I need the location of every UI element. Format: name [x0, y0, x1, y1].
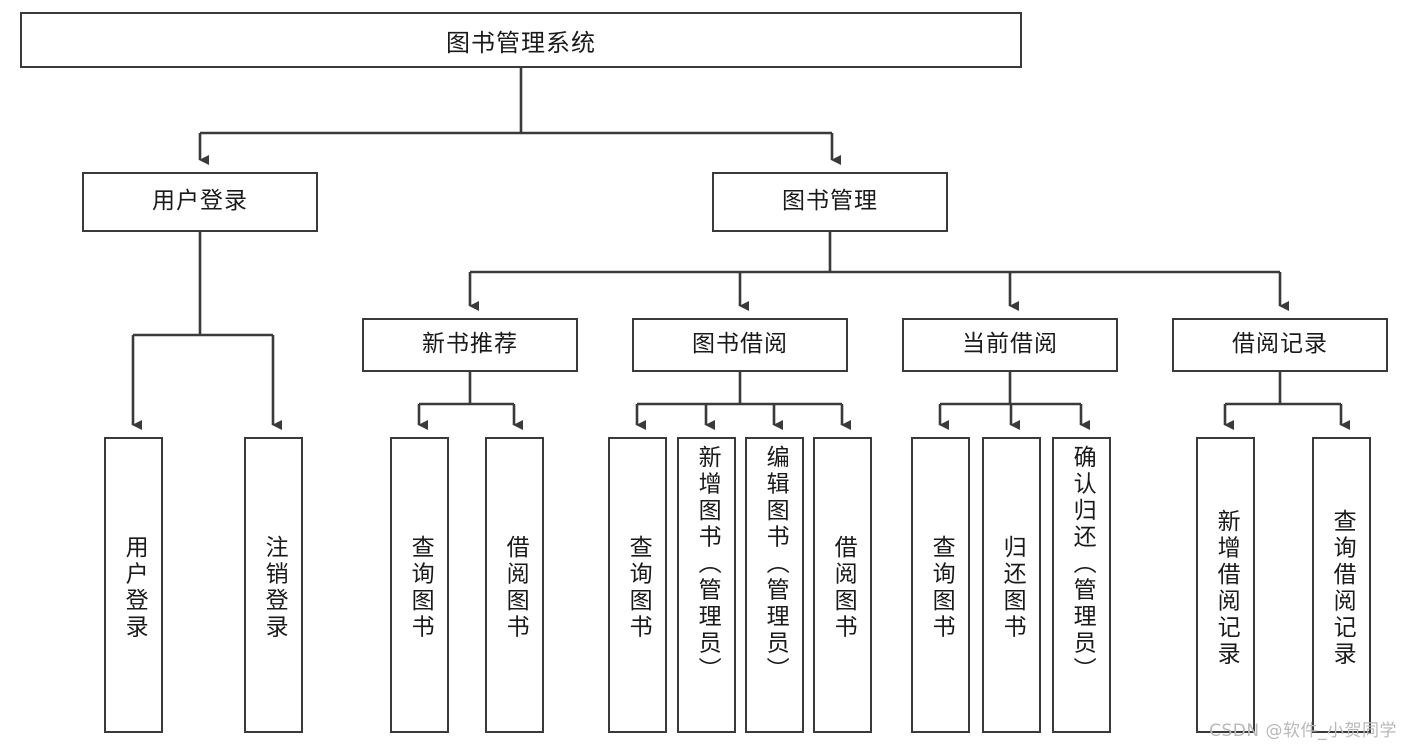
- node-new-book-recommend[interactable]: 新书推荐: [362, 318, 578, 372]
- node-current-borrow-label: 当前借阅: [962, 331, 1058, 358]
- node-book-manage[interactable]: 图书管理: [712, 172, 948, 232]
- node-leaf-query-book-borrow[interactable]: 查询图书: [608, 437, 667, 733]
- node-leaf-confirm-return-admin-label: 确认归还（管理员）: [1069, 445, 1096, 684]
- node-leaf-user-login-label: 用户登录: [121, 535, 148, 641]
- node-user-login-label: 用户登录: [152, 188, 248, 215]
- node-book-borrow[interactable]: 图书借阅: [632, 318, 848, 372]
- node-new-book-recommend-label: 新书推荐: [422, 331, 518, 358]
- node-borrow-record-label: 借阅记录: [1232, 331, 1328, 358]
- node-leaf-logout-label: 注销登录: [261, 535, 288, 641]
- node-leaf-query-book-cur[interactable]: 查询图书: [911, 437, 970, 733]
- node-leaf-edit-book-admin[interactable]: 编辑图书（管理员）: [745, 437, 804, 733]
- node-leaf-add-borrow-record-label: 新增借阅记录: [1213, 508, 1240, 668]
- node-book-manage-label: 图书管理: [782, 188, 878, 215]
- node-leaf-user-login[interactable]: 用户登录: [104, 437, 163, 733]
- node-leaf-query-borrow-record[interactable]: 查询借阅记录: [1312, 437, 1371, 733]
- node-leaf-confirm-return-admin[interactable]: 确认归还（管理员）: [1052, 437, 1111, 733]
- watermark-text: CSDN @软件_小贺同学: [1209, 721, 1397, 741]
- node-leaf-borrow-book-rec[interactable]: 借阅图书: [485, 437, 544, 733]
- node-leaf-return-book[interactable]: 归还图书: [982, 437, 1041, 733]
- node-leaf-add-book-admin[interactable]: 新增图书（管理员）: [677, 437, 736, 733]
- node-leaf-borrow-book[interactable]: 借阅图书: [813, 437, 872, 733]
- node-leaf-query-book-borrow-label: 查询图书: [625, 535, 652, 641]
- node-book-borrow-label: 图书借阅: [692, 331, 788, 358]
- node-leaf-return-book-label: 归还图书: [999, 535, 1026, 641]
- node-leaf-query-book-rec[interactable]: 查询图书: [390, 437, 449, 733]
- node-leaf-query-book-cur-label: 查询图书: [928, 535, 955, 641]
- node-user-login[interactable]: 用户登录: [82, 172, 318, 232]
- node-leaf-add-borrow-record[interactable]: 新增借阅记录: [1196, 437, 1255, 733]
- node-root-label: 图书管理系统: [446, 28, 596, 57]
- node-leaf-borrow-book-rec-label: 借阅图书: [502, 535, 529, 641]
- node-leaf-query-borrow-record-label: 查询借阅记录: [1329, 508, 1356, 668]
- node-leaf-logout[interactable]: 注销登录: [244, 437, 303, 733]
- node-leaf-add-book-admin-label: 新增图书（管理员）: [694, 445, 721, 684]
- node-root[interactable]: 图书管理系统: [20, 12, 1022, 68]
- node-borrow-record[interactable]: 借阅记录: [1172, 318, 1388, 372]
- node-leaf-query-book-rec-label: 查询图书: [407, 535, 434, 641]
- node-leaf-borrow-book-label: 借阅图书: [830, 535, 857, 641]
- node-current-borrow[interactable]: 当前借阅: [902, 318, 1118, 372]
- node-leaf-edit-book-admin-label: 编辑图书（管理员）: [762, 445, 789, 684]
